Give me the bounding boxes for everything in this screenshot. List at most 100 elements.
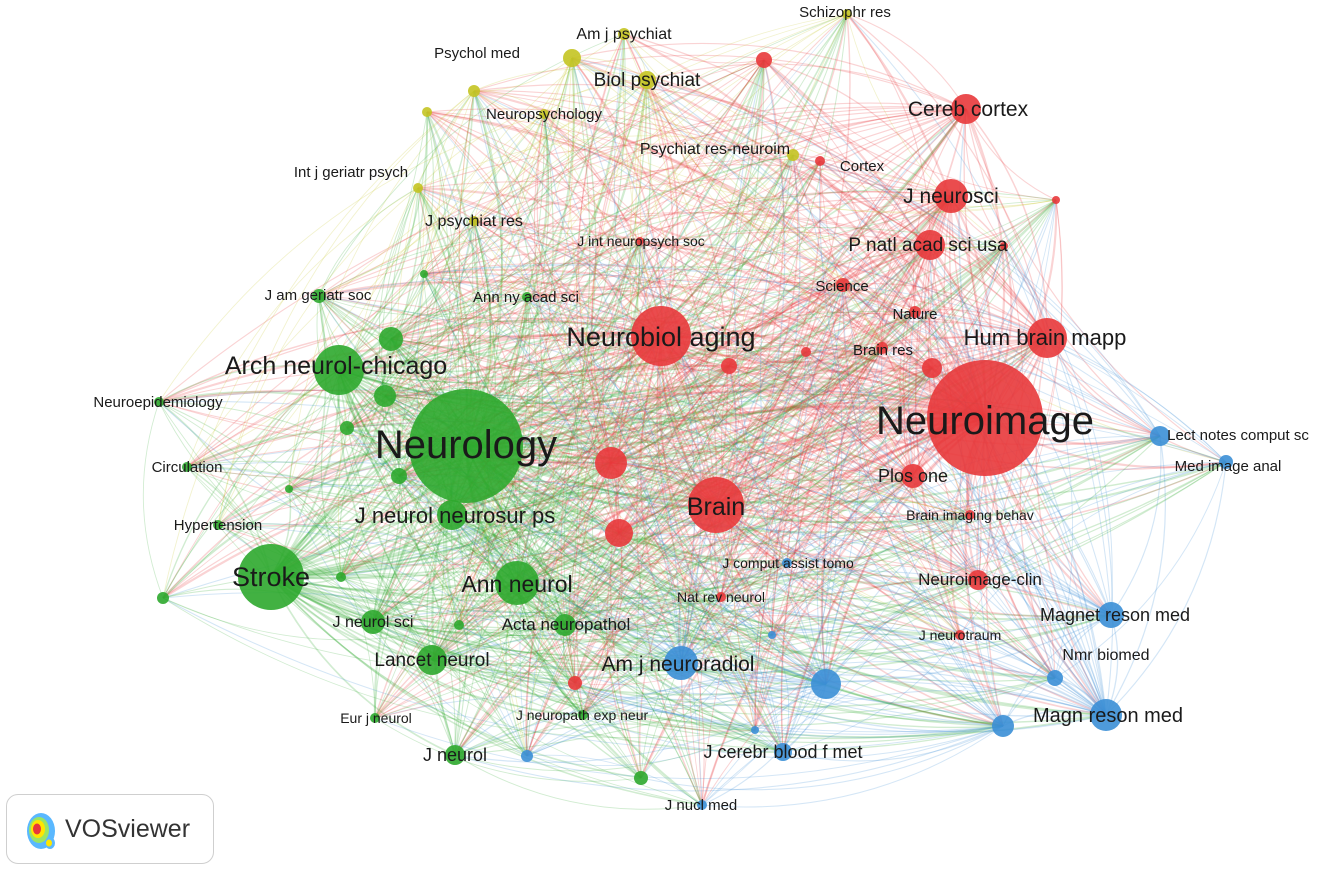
node-lancet-neurol[interactable]: [417, 645, 447, 675]
label-j-comput-assist[interactable]: J comput assist tomo: [722, 555, 854, 571]
node-circulation[interactable]: [182, 462, 192, 472]
node-hypertension[interactable]: [213, 520, 223, 530]
node-neurobiol-aging[interactable]: [631, 306, 691, 366]
node-j-psychiat-res[interactable]: [469, 216, 479, 226]
network-node-unlabeled[interactable]: [922, 358, 942, 378]
label-am-j-neuroradiol[interactable]: Am j neuroradiol: [602, 653, 755, 676]
node-neurology[interactable]: [409, 389, 523, 503]
network-node-unlabeled[interactable]: [768, 631, 776, 639]
node-j-neurotraum[interactable]: [955, 630, 965, 640]
network-node-unlabeled[interactable]: [391, 468, 407, 484]
network-node-unlabeled[interactable]: [756, 52, 772, 68]
label-neuroepidemiology[interactable]: Neuroepidemiology: [93, 394, 223, 411]
node-cereb-cortex[interactable]: [951, 94, 981, 124]
label-lancet-neurol[interactable]: Lancet neurol: [374, 650, 489, 671]
node-stroke[interactable]: [238, 544, 304, 610]
label-circulation[interactable]: Circulation: [152, 459, 223, 476]
node-neuroepidemiology[interactable]: [154, 397, 164, 407]
network-node-unlabeled[interactable]: [374, 385, 396, 407]
network-node-unlabeled[interactable]: [634, 771, 648, 785]
node-plos-one[interactable]: [901, 464, 925, 488]
label-j-cerebr-blood[interactable]: J cerebr blood f met: [703, 742, 862, 762]
node-psychiat-res-neuroim[interactable]: [787, 149, 799, 161]
node-biol-psychiat[interactable]: [638, 71, 656, 89]
label-j-nucl-med[interactable]: J nucl med: [665, 797, 738, 814]
node-magnet-reson-med[interactable]: [1098, 602, 1124, 628]
network-node-unlabeled[interactable]: [521, 750, 533, 762]
node-pnas[interactable]: [915, 230, 945, 260]
network-node-unlabeled[interactable]: [721, 358, 737, 374]
label-neuropsychology[interactable]: Neuropsychology: [486, 106, 602, 123]
label-ann-ny-acad[interactable]: Ann ny acad sci: [473, 289, 579, 306]
label-hypertension[interactable]: Hypertension: [174, 517, 262, 534]
network-node-unlabeled[interactable]: [751, 726, 759, 734]
label-cortex[interactable]: Cortex: [840, 158, 885, 175]
network-node-unlabeled[interactable]: [595, 447, 627, 479]
node-am-j-neuroradiol[interactable]: [664, 646, 698, 680]
network-node-unlabeled[interactable]: [568, 676, 582, 690]
network-node-unlabeled[interactable]: [420, 270, 428, 278]
label-j-neurosci[interactable]: J neurosci: [903, 185, 999, 208]
network-node-unlabeled[interactable]: [336, 572, 346, 582]
network-node-unlabeled[interactable]: [801, 347, 811, 357]
node-brain[interactable]: [688, 477, 744, 533]
network-node-unlabeled[interactable]: [811, 669, 841, 699]
label-cereb-cortex[interactable]: Cereb cortex: [908, 98, 1029, 121]
node-schizophr-res[interactable]: [842, 9, 852, 19]
label-stroke[interactable]: Stroke: [232, 562, 310, 592]
network-node-unlabeled[interactable]: [285, 485, 293, 493]
node-j-neurosci[interactable]: [934, 179, 968, 213]
label-neurology[interactable]: Neurology: [375, 423, 557, 467]
label-psychiat-res-neuroim[interactable]: Psychiat res-neuroim: [640, 141, 790, 158]
node-j-neurol[interactable]: [445, 745, 465, 765]
node-magn-reson-med-1[interactable]: [1090, 699, 1122, 731]
label-med-image-anal[interactable]: Med image anal: [1175, 458, 1282, 475]
label-arch-neurol[interactable]: Arch neurol-chicago: [225, 352, 447, 380]
node-nat-rev-neurol[interactable]: [716, 592, 726, 602]
node-hum-brain-mapp[interactable]: [1027, 318, 1067, 358]
label-int-j-geriatr[interactable]: Int j geriatr psych: [294, 164, 408, 181]
node-brain-imaging-behav[interactable]: [965, 510, 975, 520]
network-node-unlabeled[interactable]: [157, 592, 169, 604]
label-brain-imaging-behav[interactable]: Brain imaging behav: [906, 507, 1034, 523]
label-j-neurol-sci[interactable]: J neurol sci: [333, 614, 414, 631]
node-med-image-anal[interactable]: [1219, 455, 1233, 469]
node-brain-res[interactable]: [876, 342, 888, 354]
node-science[interactable]: [836, 278, 850, 292]
network-node-unlabeled[interactable]: [1000, 242, 1008, 250]
label-magnet-reson-med[interactable]: Magnet reson med: [1040, 605, 1190, 625]
label-science[interactable]: Science: [815, 278, 868, 295]
network-node-unlabeled[interactable]: [1052, 196, 1060, 204]
network-node-unlabeled[interactable]: [422, 107, 432, 117]
node-psychol-med[interactable]: [468, 85, 480, 97]
node-j-cerebr-blood[interactable]: [774, 743, 792, 761]
label-j-int-neuropsych[interactable]: J int neuropsych soc: [577, 233, 705, 249]
label-j-am-geriatr[interactable]: J am geriatr soc: [265, 287, 372, 304]
node-nmr-biomed[interactable]: [1047, 670, 1063, 686]
label-hum-brain-mapp[interactable]: Hum brain mapp: [964, 325, 1127, 350]
network-node-unlabeled[interactable]: [563, 49, 581, 67]
label-schizophr-res[interactable]: Schizophr res: [799, 4, 891, 21]
label-pnas[interactable]: P natl acad sci usa: [848, 235, 1008, 256]
label-brain[interactable]: Brain: [687, 493, 745, 521]
label-am-j-psychiat[interactable]: Am j psychiat: [576, 26, 672, 43]
network-node-unlabeled[interactable]: [992, 715, 1014, 737]
node-ann-neurol[interactable]: [495, 561, 539, 605]
node-j-int-neuropsych[interactable]: [636, 237, 644, 245]
label-biol-psychiat[interactable]: Biol psychiat: [594, 70, 701, 91]
node-neuroimage[interactable]: [927, 360, 1043, 476]
label-lect-notes[interactable]: Lect notes comput sc: [1167, 427, 1309, 444]
node-lect-notes[interactable]: [1150, 426, 1170, 446]
label-j-neurotraum[interactable]: J neurotraum: [919, 627, 1001, 643]
label-j-neurol[interactable]: J neurol: [423, 745, 487, 765]
node-arch-neurol[interactable]: [314, 345, 364, 395]
node-jnnp[interactable]: [437, 500, 467, 530]
vosviewer-badge[interactable]: VOSviewer: [6, 794, 214, 864]
node-int-j-geriatr[interactable]: [413, 183, 423, 193]
label-jnnp[interactable]: J neurol neurosur ps: [355, 503, 556, 528]
node-j-neuropath[interactable]: [578, 710, 588, 720]
label-nat-rev-neurol[interactable]: Nat rev neurol: [677, 589, 765, 605]
label-neuroimage-clin[interactable]: Neuroimage-clin: [918, 570, 1042, 589]
label-j-neuropath[interactable]: J neuropath exp neur: [516, 707, 649, 723]
node-eur-j-neurol[interactable]: [370, 713, 380, 723]
